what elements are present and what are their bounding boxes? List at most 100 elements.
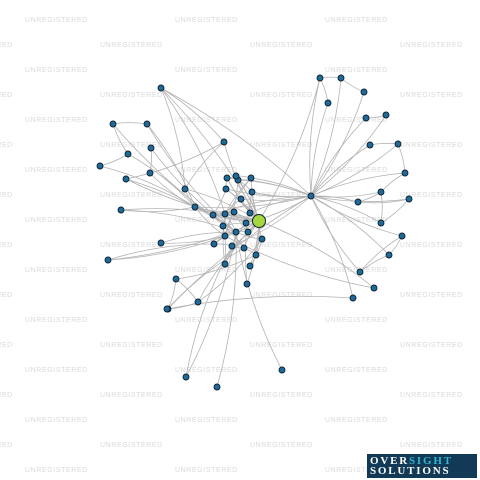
graph-node[interactable] — [360, 88, 368, 96]
graph-edge — [231, 195, 312, 247]
watermark-text: UNREGISTERED — [25, 267, 88, 274]
watermark-text: UNREGISTERED — [175, 267, 238, 274]
graph-node[interactable] — [221, 260, 229, 268]
graph-edge — [185, 245, 233, 378]
graph-edge — [310, 195, 390, 256]
graph-node[interactable] — [143, 120, 151, 128]
watermark-text: UNREGISTERED — [25, 217, 88, 224]
graph-edge — [184, 141, 225, 190]
graph-node[interactable] — [157, 84, 165, 92]
graph-node[interactable] — [191, 203, 199, 211]
graph-edge — [160, 87, 260, 222]
graph-node[interactable] — [232, 228, 240, 236]
graph-node[interactable] — [337, 74, 345, 82]
graph-node[interactable] — [247, 174, 255, 182]
graph-node[interactable] — [356, 268, 364, 276]
graph-node[interactable] — [398, 232, 406, 240]
graph-node[interactable] — [362, 114, 370, 122]
graph-node[interactable] — [194, 298, 202, 306]
graph-node[interactable] — [370, 284, 378, 292]
watermark-text: UNREGISTERED — [250, 392, 313, 399]
graph-edge — [357, 191, 382, 203]
watermark-text: UNREGISTERED — [175, 167, 238, 174]
watermark-text: UNREGISTERED — [400, 342, 463, 349]
graph-node[interactable] — [163, 305, 171, 313]
graph-node[interactable] — [147, 144, 155, 152]
watermark-text: UNREGISTERED — [100, 42, 163, 49]
graph-node[interactable] — [246, 209, 254, 217]
graph-node[interactable] — [385, 251, 393, 259]
graph-node[interactable] — [246, 262, 254, 270]
graph-node[interactable] — [354, 198, 362, 206]
graph-node[interactable] — [96, 162, 104, 170]
graph-node[interactable] — [230, 208, 238, 216]
graph-node[interactable] — [401, 169, 409, 177]
graph-node[interactable] — [232, 172, 240, 180]
graph-node[interactable] — [223, 174, 231, 182]
graph-node[interactable] — [405, 195, 413, 203]
graph-node[interactable] — [172, 275, 180, 283]
watermark-text: UNREGISTERED — [400, 442, 463, 449]
watermark-text: UNREGISTERED — [250, 442, 313, 449]
watermark-text: UNREGISTERED — [175, 117, 238, 124]
graph-node[interactable] — [242, 219, 250, 227]
graph-edge — [310, 172, 406, 197]
watermark-text: UNREGISTERED — [400, 92, 463, 99]
graph-node[interactable] — [243, 280, 251, 288]
graph-edge — [224, 235, 375, 289]
graph-node[interactable] — [146, 169, 154, 177]
graph-node[interactable] — [213, 383, 221, 391]
graph-node[interactable] — [222, 185, 230, 193]
watermark-text: UNREGISTERED — [100, 392, 163, 399]
graph-node[interactable] — [221, 210, 229, 218]
graph-node[interactable] — [220, 138, 228, 146]
watermark-text: UNREGISTERED — [250, 242, 313, 249]
watermark-text: UNREGISTERED — [175, 467, 238, 474]
graph-node[interactable] — [157, 239, 165, 247]
graph-node[interactable] — [228, 242, 236, 250]
graph-node[interactable] — [104, 256, 112, 264]
graph-node[interactable] — [252, 251, 260, 259]
graph-edge — [99, 165, 196, 208]
graph-node[interactable] — [124, 150, 132, 158]
graph-node[interactable] — [377, 188, 385, 196]
graph-node[interactable] — [394, 140, 402, 148]
graph-node[interactable] — [307, 192, 315, 200]
watermark-text: UNREGISTERED — [175, 17, 238, 24]
watermark-text: UNREGISTERED — [100, 242, 163, 249]
graph-node[interactable] — [181, 185, 189, 193]
graph-edge — [357, 198, 410, 204]
graph-edge — [197, 238, 263, 303]
graph-edge — [258, 220, 375, 289]
graph-node[interactable] — [219, 222, 227, 230]
watermark-text: UNREGISTERED — [25, 417, 88, 424]
watermark-text: UNREGISTERED — [325, 467, 388, 474]
graph-node[interactable] — [349, 294, 357, 302]
graph-node[interactable] — [109, 120, 117, 128]
graph-node[interactable] — [244, 228, 252, 236]
graph-node[interactable] — [377, 219, 385, 227]
graph-node[interactable] — [221, 232, 229, 240]
focus-node[interactable] — [252, 214, 266, 228]
graph-node[interactable] — [122, 175, 130, 183]
watermark-text: UNREGISTERED — [250, 192, 313, 199]
graph-node[interactable] — [382, 111, 390, 119]
watermark-text: UNREGISTERED — [0, 242, 13, 249]
graph-node[interactable] — [117, 206, 125, 214]
graph-node[interactable] — [248, 188, 256, 196]
graph-node[interactable] — [240, 244, 248, 252]
graph-node[interactable] — [258, 235, 266, 243]
graph-node[interactable] — [210, 240, 218, 248]
graph-node[interactable] — [324, 99, 332, 107]
graph-node[interactable] — [209, 211, 217, 219]
graph-edge — [167, 247, 245, 310]
watermark-text: UNREGISTERED — [25, 117, 88, 124]
graph-node[interactable] — [366, 141, 374, 149]
graph-node[interactable] — [316, 74, 324, 82]
graph-node[interactable] — [182, 373, 190, 381]
graph-node[interactable] — [237, 195, 245, 203]
graph-node[interactable] — [278, 366, 286, 374]
graph-edge — [160, 87, 226, 215]
oversight-solutions-logo: OVERSIGHT SOLUTIONS — [367, 454, 477, 478]
